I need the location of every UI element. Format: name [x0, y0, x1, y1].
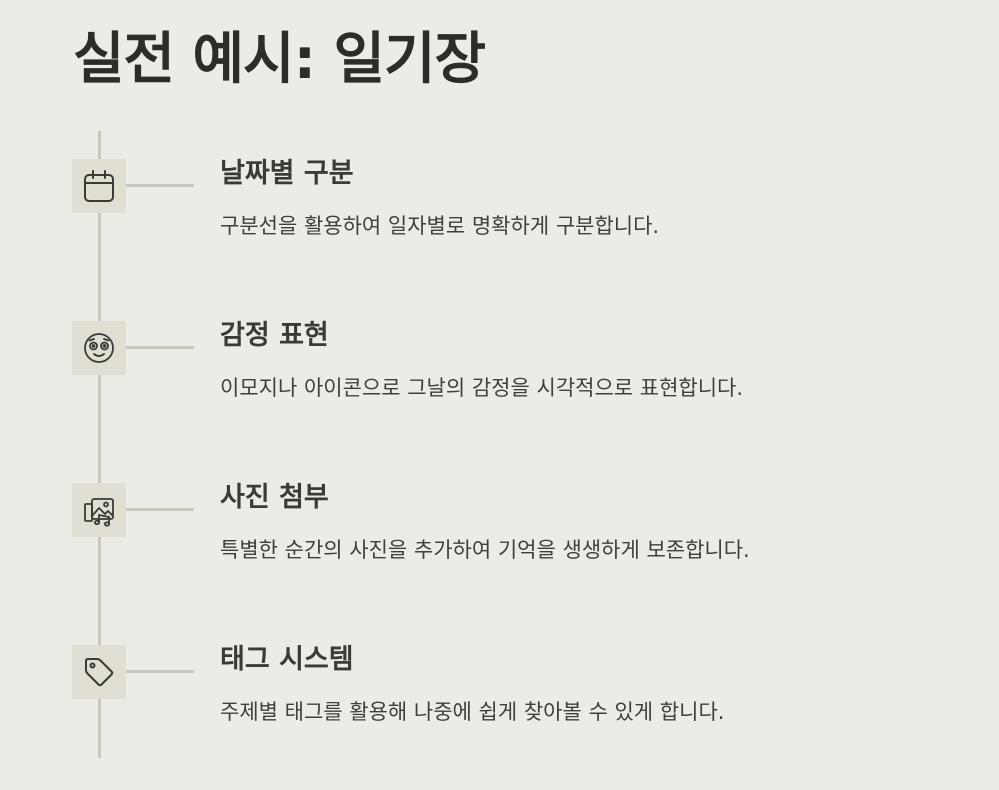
calendar-icon	[72, 159, 126, 213]
item-description: 주제별 태그를 활용해 나중에 쉽게 찾아볼 수 있게 합니다.	[220, 700, 725, 724]
item-description: 이모지나 아이콘으로 그날의 감정을 시각적으로 표현합니다.	[220, 376, 744, 400]
timeline-connector	[126, 184, 194, 187]
emoji-face-icon	[72, 321, 126, 375]
timeline-line	[98, 131, 101, 758]
item-title: 감정 표현	[220, 320, 329, 351]
item-description: 특별한 순간의 사진을 추가하여 기억을 생생하게 보존합니다.	[220, 538, 750, 562]
item-title: 날짜별 구분	[220, 158, 354, 189]
timeline-item-photo: 사진 첨부 특별한 순간의 사진을 추가하여 기억을 생생하게 보존합니다.	[72, 482, 972, 593]
timeline-connector	[126, 508, 194, 511]
timeline-item-tag: 태그 시스템 주제별 태그를 활용해 나중에 쉽게 찾아볼 수 있게 합니다.	[72, 644, 972, 755]
item-title: 태그 시스템	[220, 644, 354, 675]
item-description: 구분선을 활용하여 일자별로 명확하게 구분합니다.	[220, 214, 660, 238]
tag-icon	[72, 645, 126, 699]
page-title: 실전 예시: 일기장	[73, 27, 486, 92]
timeline-item-date: 날짜별 구분 구분선을 활용하여 일자별로 명확하게 구분합니다.	[72, 158, 972, 269]
photo-gallery-icon	[72, 483, 126, 537]
timeline-connector	[126, 670, 194, 673]
timeline-connector	[126, 346, 194, 349]
timeline-item-emotion: 감정 표현 이모지나 아이콘으로 그날의 감정을 시각적으로 표현합니다.	[72, 320, 972, 431]
item-title: 사진 첨부	[220, 482, 329, 513]
